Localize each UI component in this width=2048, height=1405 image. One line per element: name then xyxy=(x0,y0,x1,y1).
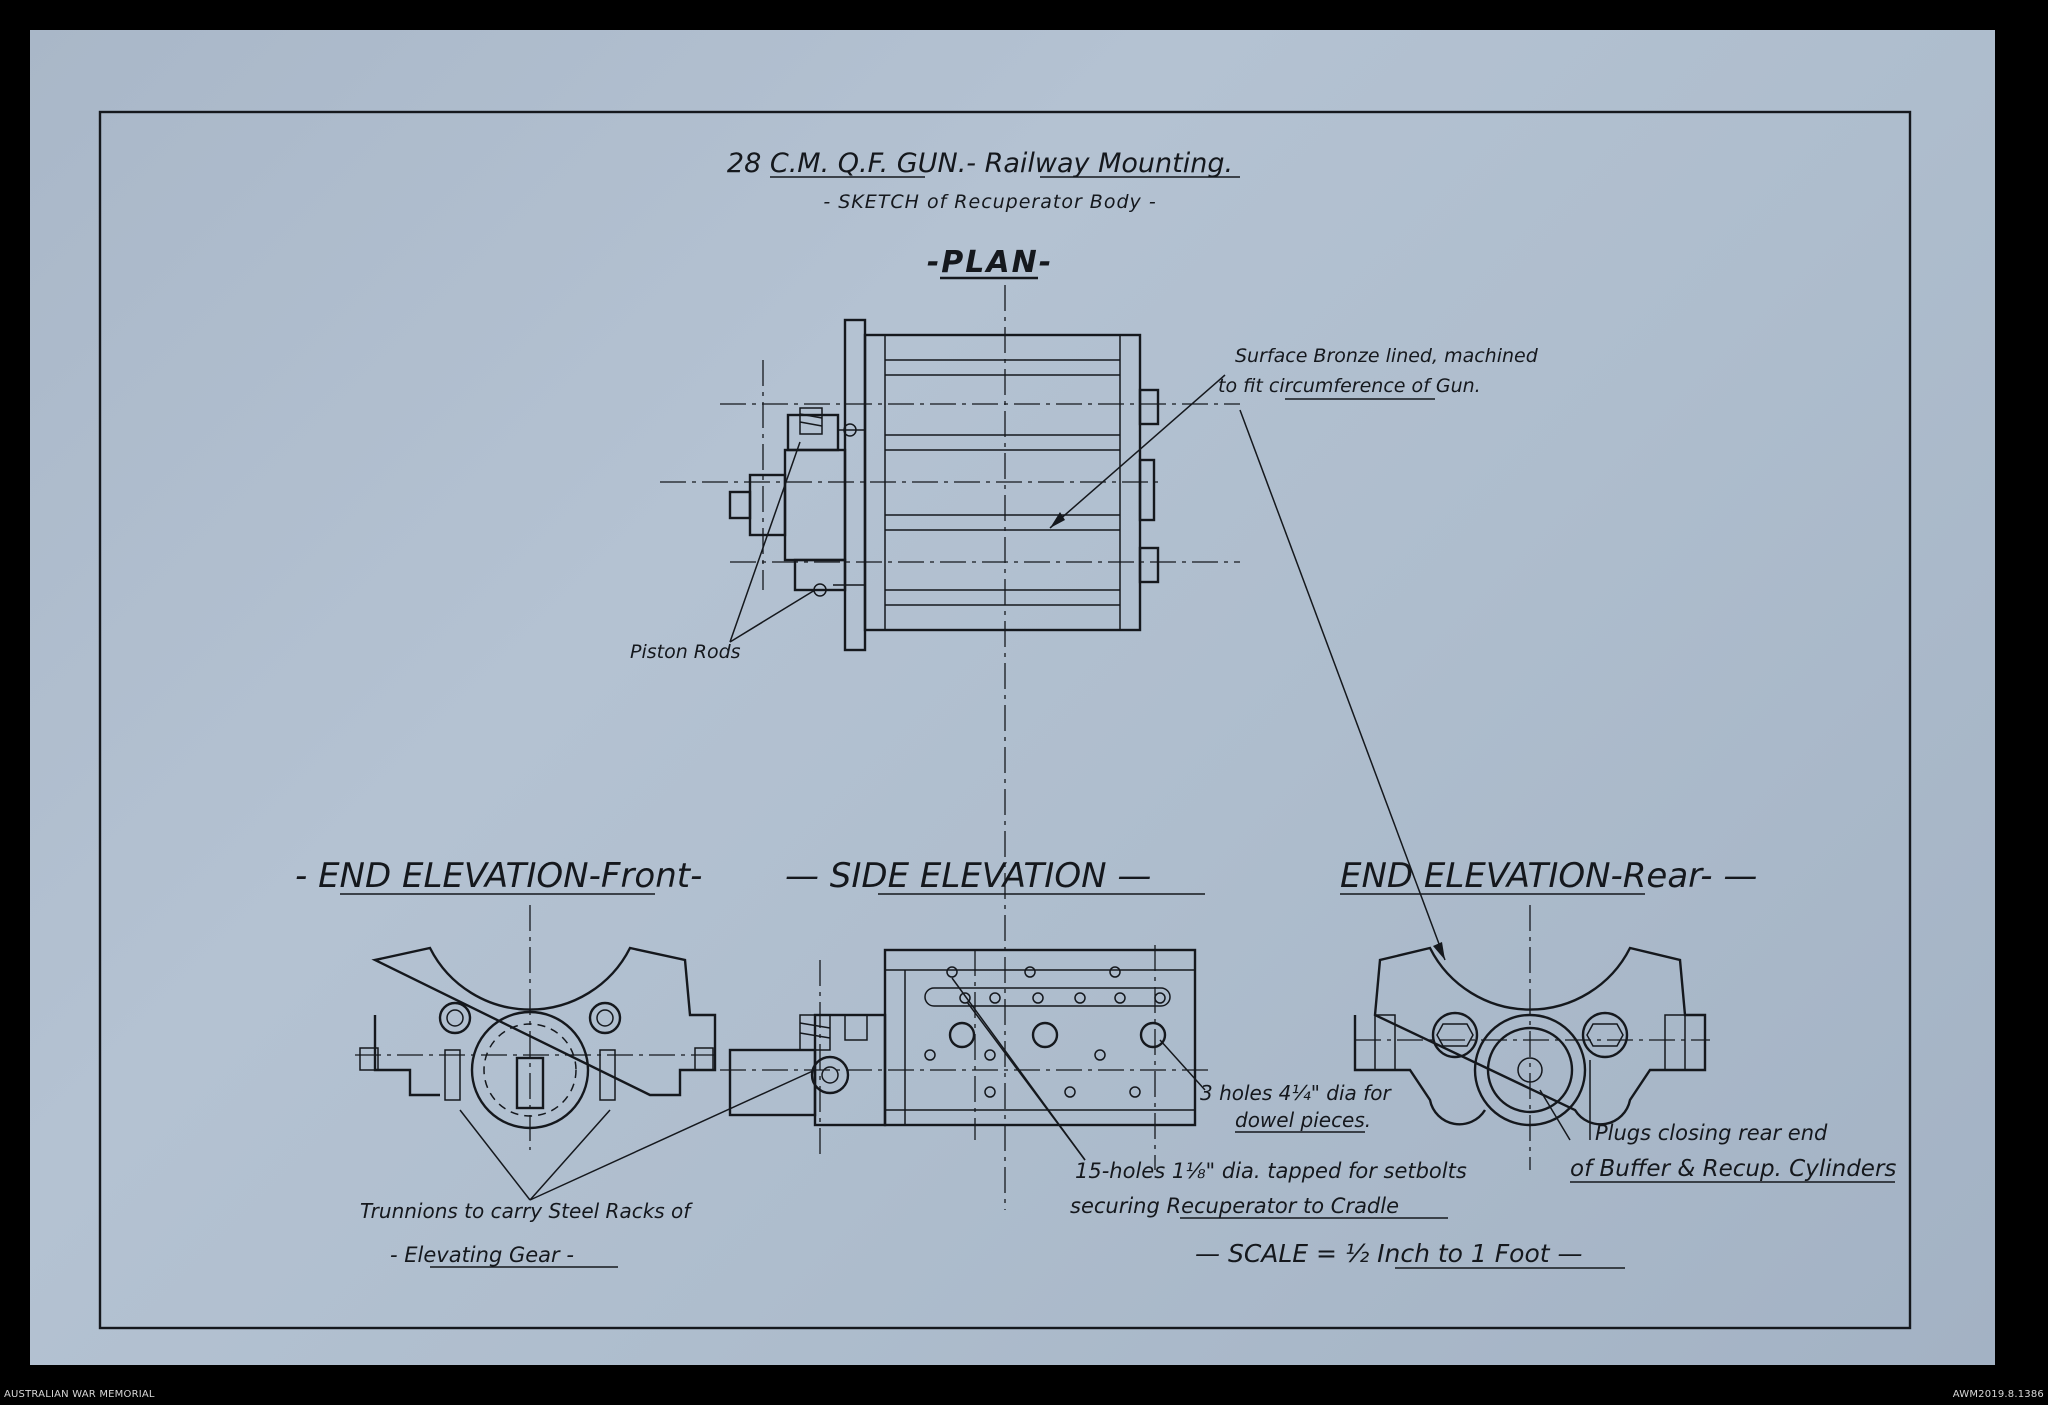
end-rear-plug-left-hex xyxy=(1436,1023,1474,1047)
end-front-hole-right xyxy=(588,1001,622,1035)
side-dowel-1 xyxy=(948,1021,976,1049)
side-hole-9 xyxy=(1154,992,1166,1004)
side-hole-14 xyxy=(1064,1086,1076,1098)
side-boss-circle xyxy=(810,1055,850,1095)
note-surface-line1: Surface Bronze lined, machined xyxy=(1235,345,1539,367)
end-rear-cylinder-center xyxy=(1517,1057,1543,1083)
end-front-trunnion-right xyxy=(694,1047,714,1071)
note-setbolts-line1: 15-holes 1⅛" dia. tapped for setbolts xyxy=(1075,1159,1467,1183)
side-hole-13 xyxy=(984,1086,996,1098)
plan-cylinder-cap xyxy=(783,448,847,562)
end-front-outline xyxy=(371,946,717,1097)
side-hole-6 xyxy=(1032,992,1044,1004)
end-rear-boss-right xyxy=(1664,1014,1686,1071)
note-dowel-line2: dowel pieces. xyxy=(1235,1108,1371,1132)
border-frame xyxy=(98,110,1912,1330)
side-hole-2 xyxy=(1024,966,1036,978)
end-rear-plug-right-hex xyxy=(1586,1023,1624,1047)
plan-label: -PLAN- xyxy=(927,245,1053,280)
leader-dowel xyxy=(1159,1039,1206,1091)
side-hole-5 xyxy=(989,992,1001,1004)
view-end-front-label: - END ELEVATION-Front- xyxy=(295,856,702,896)
drawing-canvas: 28 C.M. Q.F. GUN.- Railway Mounting. - S… xyxy=(98,110,1912,1330)
arrow-surface-plan xyxy=(1050,512,1065,528)
end-front-cylinder-inner xyxy=(483,1023,577,1117)
end-front-trunnion-left xyxy=(359,1047,379,1071)
arrow-surface-rear xyxy=(1433,942,1445,960)
plan-rear-plug-1 xyxy=(1138,388,1160,426)
leader-piston-1 xyxy=(729,441,801,643)
note-setbolts-line2: securing Recuperator to Cradle xyxy=(1070,1194,1399,1218)
title-sub: - SKETCH of Recuperator Body - xyxy=(823,191,1156,213)
side-hole-7 xyxy=(1074,992,1086,1004)
view-side-label: — SIDE ELEVATION — xyxy=(785,856,1151,896)
end-rear-plug-right xyxy=(1581,1011,1629,1059)
side-dowel-3 xyxy=(1139,1021,1167,1049)
note-trunnions-line2: - Elevating Gear - xyxy=(390,1243,574,1267)
plan-rear-plug-2 xyxy=(1138,458,1156,522)
leader-plugs-1 xyxy=(1539,1089,1571,1141)
scale-label: — SCALE = ½ Inch to 1 Foot — xyxy=(1195,1239,1583,1268)
side-spring-coil-1 xyxy=(799,1022,831,1029)
leader-piston-2 xyxy=(729,589,816,643)
view-end-rear-label: END ELEVATION-Rear- — xyxy=(1340,856,1757,896)
side-slot xyxy=(924,987,1171,1007)
leader-surface-rear xyxy=(1239,409,1446,961)
side-dowel-2 xyxy=(1031,1021,1059,1049)
end-rear-plug-left xyxy=(1431,1011,1479,1059)
side-cylinder-boss xyxy=(728,1048,817,1117)
plan-spring-top xyxy=(799,407,823,435)
side-hole-1 xyxy=(946,966,958,978)
end-front-cylinder xyxy=(470,1010,590,1130)
note-trunnions-line1: Trunnions to carry Steel Racks of xyxy=(360,1199,693,1223)
caption-left: AUSTRALIAN WAR MEMORIAL xyxy=(4,1389,155,1400)
side-spring-coil-2 xyxy=(799,1032,831,1039)
note-plugs-line1: Plugs closing rear end xyxy=(1595,1121,1828,1145)
end-front-hole-left xyxy=(438,1001,472,1035)
leader-trunnions-1 xyxy=(459,1109,531,1201)
end-front-drawing xyxy=(355,905,717,1150)
end-front-hole-right-inner xyxy=(596,1009,614,1027)
side-hole-4 xyxy=(959,992,971,1004)
plan-cylinder-stub xyxy=(728,490,752,520)
leader-surface-plan xyxy=(1049,374,1226,529)
plan-spring-top-coil-1 xyxy=(799,413,823,419)
side-spring xyxy=(799,1014,831,1051)
plan-piston-block-bottom xyxy=(793,558,847,592)
side-hole-10 xyxy=(924,1049,936,1061)
note-piston-rods: Piston Rods xyxy=(630,641,741,663)
leader-trunnions-3 xyxy=(529,1069,816,1201)
side-top-block xyxy=(844,1014,868,1041)
side-hole-12 xyxy=(1094,1049,1106,1061)
side-boss-circle-inner xyxy=(821,1066,839,1084)
caption-right: AWM2019.8.1386 xyxy=(1952,1389,2044,1400)
end-front-rack-right xyxy=(599,1049,616,1101)
title-main: 28 C.M. Q.F. GUN.- Railway Mounting. xyxy=(727,148,1233,179)
plan-piston-block-top xyxy=(786,413,840,452)
end-front-hole-left-inner xyxy=(446,1009,464,1027)
plan-spring-top-coil-2 xyxy=(799,421,823,427)
end-rear-cylinder-mid xyxy=(1486,1026,1574,1114)
side-drawing xyxy=(720,945,1210,1170)
note-surface-line2: to fit circumference of Gun. xyxy=(1218,375,1481,397)
plan-drawing xyxy=(660,285,1240,1210)
end-rear-boss-left xyxy=(1374,1014,1396,1071)
note-dowel-line1: 3 holes 4¼" dia for xyxy=(1200,1081,1392,1105)
side-hole-3 xyxy=(1109,966,1121,978)
end-rear-drawing xyxy=(1353,905,1710,1170)
end-rear-outline xyxy=(1353,946,1707,1126)
side-hole-11 xyxy=(984,1049,996,1061)
note-plugs-line2: of Buffer & Recup. Cylinders xyxy=(1570,1156,1896,1182)
tracing-sheet: 28 C.M. Q.F. GUN.- Railway Mounting. - S… xyxy=(30,30,1995,1365)
side-hole-15 xyxy=(1129,1086,1141,1098)
end-front-bore xyxy=(515,1056,545,1110)
leader-trunnions-2 xyxy=(529,1109,611,1201)
plan-cylinder-boss xyxy=(748,473,787,537)
side-hole-8 xyxy=(1114,992,1126,1004)
plan-rear-plug-3 xyxy=(1138,546,1160,584)
end-front-rack-left xyxy=(444,1049,461,1101)
plan-front-flange xyxy=(843,318,867,652)
leader-setbolts-2 xyxy=(966,1001,1086,1161)
end-rear-cylinder xyxy=(1473,1013,1587,1127)
